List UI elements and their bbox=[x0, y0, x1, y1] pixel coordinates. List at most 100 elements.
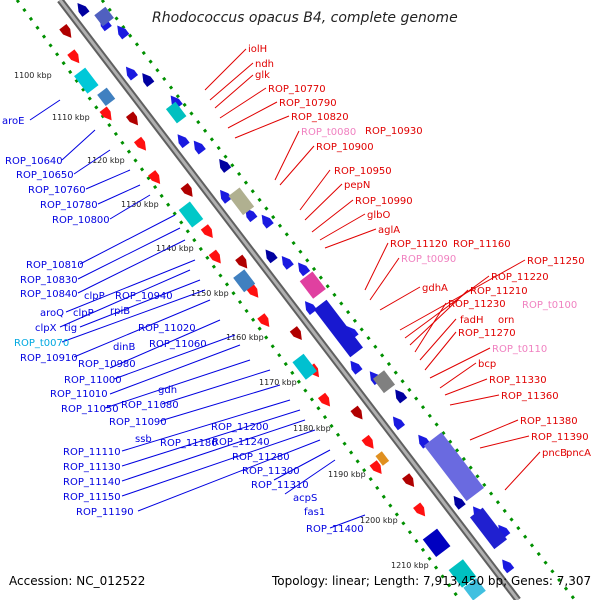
gene-label[interactable]: dinB bbox=[113, 342, 135, 353]
forward-gene-arrow[interactable] bbox=[148, 170, 164, 187]
reverse-gene-arrow[interactable] bbox=[278, 253, 294, 270]
gene-label[interactable]: ROP_11200 bbox=[211, 422, 269, 433]
gene-label[interactable]: ROP_11240 bbox=[212, 437, 270, 448]
gene-label[interactable]: ROP_10760 bbox=[28, 185, 86, 196]
forward-gene-arrow[interactable] bbox=[361, 434, 378, 452]
forward-gene-arrow[interactable] bbox=[99, 106, 116, 124]
gene-label[interactable]: ROP_10990 bbox=[355, 196, 413, 207]
gene-label[interactable]: ROP_10830 bbox=[20, 275, 78, 286]
gene-label[interactable]: ROP_11300 bbox=[242, 466, 300, 477]
reverse-gene-arrow[interactable] bbox=[294, 260, 311, 277]
reverse-gene-arrow[interactable] bbox=[262, 247, 278, 264]
gene-label[interactable]: ROP_t0100 bbox=[522, 300, 577, 311]
gene-label[interactable]: ROP_11400 bbox=[306, 524, 364, 535]
gene-label[interactable]: fadH bbox=[460, 315, 484, 326]
forward-gene-block[interactable] bbox=[178, 201, 204, 228]
forward-gene-arrow[interactable] bbox=[59, 24, 75, 41]
reverse-gene-arrow[interactable] bbox=[301, 298, 318, 315]
forward-gene-block[interactable] bbox=[463, 578, 486, 600]
forward-gene-arrow[interactable] bbox=[67, 49, 83, 66]
gene-label[interactable]: pepN bbox=[344, 180, 370, 191]
gene-label[interactable]: ROP_10900 bbox=[316, 142, 374, 153]
gene-label[interactable]: ROP_11390 bbox=[531, 432, 589, 443]
forward-gene-arrow[interactable] bbox=[200, 224, 217, 241]
forward-gene-arrow[interactable] bbox=[180, 183, 197, 200]
forward-gene-arrow[interactable] bbox=[208, 249, 225, 267]
reverse-gene-arrow[interactable] bbox=[174, 132, 190, 149]
forward-gene-block[interactable] bbox=[448, 559, 477, 588]
gene-label[interactable]: ROP_10810 bbox=[26, 260, 84, 271]
gene-label[interactable]: ROP_10980 bbox=[78, 359, 136, 370]
reverse-gene-arrow[interactable] bbox=[122, 64, 139, 81]
reverse-gene-block[interactable] bbox=[372, 370, 396, 394]
reverse-gene-arrow[interactable] bbox=[190, 138, 206, 155]
reverse-gene-arrow[interactable] bbox=[74, 0, 90, 17]
gene-label[interactable]: aglA bbox=[378, 225, 400, 236]
reverse-gene-arrow[interactable] bbox=[258, 212, 274, 229]
gene-label[interactable]: clpX bbox=[35, 323, 57, 334]
forward-gene-arrow[interactable] bbox=[369, 460, 386, 477]
gene-label[interactable]: gdhA bbox=[422, 283, 448, 294]
gene-label[interactable]: aroQ bbox=[40, 308, 64, 319]
gene-label[interactable]: ROP_10790 bbox=[279, 98, 337, 109]
gene-label[interactable]: ROP_11110 bbox=[63, 447, 121, 458]
gene-label[interactable]: ROP_10820 bbox=[291, 112, 349, 123]
gene-label[interactable]: ssb bbox=[135, 434, 152, 445]
reverse-gene-arrow[interactable] bbox=[139, 70, 155, 87]
forward-gene-arrow[interactable] bbox=[257, 313, 273, 330]
forward-gene-block[interactable] bbox=[97, 87, 116, 107]
gene-label[interactable]: fas1 bbox=[304, 507, 325, 518]
reverse-gene-arrow[interactable] bbox=[450, 493, 466, 510]
gene-label[interactable]: ROP_11150 bbox=[63, 492, 121, 503]
reverse-gene-arrow[interactable] bbox=[114, 23, 130, 40]
forward-gene-block[interactable] bbox=[233, 269, 256, 293]
gene-label[interactable]: ndh bbox=[255, 59, 274, 70]
forward-gene-arrow[interactable] bbox=[350, 405, 366, 423]
gene-label[interactable]: ROP_11130 bbox=[63, 462, 121, 473]
gene-label[interactable]: ROP_11140 bbox=[63, 477, 121, 488]
forward-gene-arrow[interactable] bbox=[125, 111, 142, 129]
gene-label[interactable]: ROP_11020 bbox=[138, 323, 196, 334]
reverse-gene-arrow[interactable] bbox=[392, 387, 408, 404]
gene-label[interactable]: glbO bbox=[367, 210, 390, 221]
gene-label[interactable]: acpS bbox=[293, 493, 317, 504]
gene-label[interactable]: glk bbox=[255, 70, 270, 81]
gene-label[interactable]: ROP_11180 bbox=[160, 438, 218, 449]
gene-label[interactable]: ROP_11090 bbox=[109, 417, 167, 428]
forward-gene-arrow[interactable] bbox=[289, 326, 306, 343]
gene-label[interactable]: clpP bbox=[73, 308, 94, 319]
gene-label[interactable]: bcp bbox=[478, 359, 496, 370]
gene-label[interactable]: ROP_t0110 bbox=[492, 344, 547, 355]
gene-label[interactable]: clpP bbox=[84, 291, 105, 302]
gene-label[interactable]: ROP_11010 bbox=[50, 389, 108, 400]
gene-label[interactable]: ROP_10940 bbox=[115, 291, 173, 302]
reverse-gene-block[interactable] bbox=[228, 187, 255, 216]
reverse-gene-block[interactable] bbox=[313, 299, 363, 358]
gene-label[interactable]: ROP_10650 bbox=[16, 170, 74, 181]
forward-gene-block[interactable] bbox=[74, 67, 99, 94]
gene-label[interactable]: ROP_11210 bbox=[470, 286, 528, 297]
gene-label[interactable]: ROP_t0080 bbox=[301, 127, 356, 138]
reverse-gene-arrow[interactable] bbox=[216, 187, 233, 204]
gene-label[interactable]: ROP_11380 bbox=[520, 416, 578, 427]
forward-gene-arrow[interactable] bbox=[413, 502, 429, 520]
gene-label[interactable]: ROP_10770 bbox=[268, 84, 326, 95]
gene-label[interactable]: ROP_11250 bbox=[527, 256, 585, 267]
gene-label[interactable]: ROP_11160 bbox=[453, 239, 511, 250]
reverse-gene-block[interactable] bbox=[424, 432, 484, 502]
forward-gene-arrow[interactable] bbox=[235, 254, 251, 272]
gene-label[interactable]: ROP_t0090 bbox=[401, 254, 456, 265]
reverse-gene-block[interactable] bbox=[469, 507, 508, 550]
forward-gene-block[interactable] bbox=[292, 353, 317, 380]
gene-label[interactable]: ROP_11360 bbox=[501, 391, 559, 402]
gene-label[interactable]: ROP_11330 bbox=[489, 375, 547, 386]
gene-label[interactable]: ROP_11190 bbox=[76, 507, 134, 518]
gene-label[interactable]: ROP_11310 bbox=[251, 480, 309, 491]
gene-label[interactable]: ROP_11280 bbox=[232, 452, 290, 463]
gene-label[interactable]: orn bbox=[498, 315, 514, 326]
gene-label[interactable]: aroE bbox=[2, 116, 24, 127]
gene-label[interactable]: ROP_t0070 bbox=[14, 338, 69, 349]
gene-label[interactable]: ROP_11050 bbox=[61, 404, 119, 415]
gene-label[interactable]: ROP_10950 bbox=[334, 166, 392, 177]
reverse-gene-arrow[interactable] bbox=[347, 358, 363, 375]
